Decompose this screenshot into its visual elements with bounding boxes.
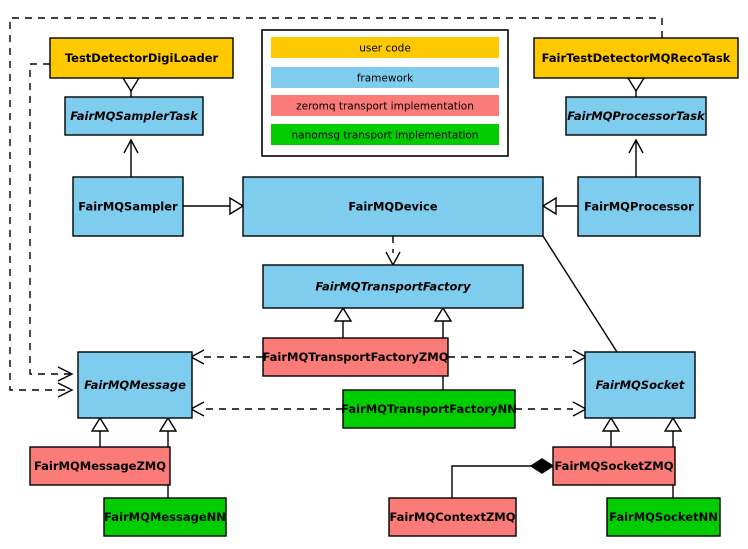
node-fairmqsocket[interactable]: FairMQSocket <box>584 351 696 419</box>
legend-swatch-nanomsg <box>271 124 499 145</box>
node-label-fairmqsocketzmq: FairMQSocketZMQ <box>555 459 674 473</box>
node-fairmqsocketzmq[interactable]: FairMQSocketZMQ <box>552 446 676 486</box>
node-fairtestdetectormqrecotask[interactable]: FairTestDetectorMQRecoTask <box>533 37 739 79</box>
node-testdetectordigiloader[interactable]: TestDetectorDigiLoader <box>49 37 234 79</box>
legend-label-zeromq: zeromq transport implementation <box>296 101 474 113</box>
edge-tfzmq-to-socket <box>448 349 588 365</box>
legend-item-framework: framework <box>271 67 499 88</box>
node-fairmqmessage[interactable]: FairMQMessage <box>77 351 193 419</box>
legend-swatch-user-code <box>271 37 499 58</box>
node-fairmqtransportfactorynn[interactable]: FairMQTransportFactoryNN <box>341 389 517 429</box>
node-fairmqsocketnn[interactable]: FairMQSocketNN <box>606 497 721 537</box>
node-label-fairmqsocket: FairMQSocket <box>596 378 685 392</box>
edge-tfzmq-to-message <box>189 349 263 365</box>
node-label-fairmqtransportfactoryzmq: FairMQTransportFactoryZMQ <box>262 350 448 364</box>
edge-messagezmq-to-message <box>90 416 110 447</box>
node-label-fairmqmessage: FairMQMessage <box>84 378 186 392</box>
legend-swatch-zeromq <box>271 95 499 116</box>
legend-item-user-code: user code <box>271 37 499 58</box>
legend-item-zeromq: zeromq transport implementation <box>271 95 499 116</box>
node-label-fairmqtransportfactory: FairMQTransportFactory <box>315 280 471 294</box>
node-fairmqdevice[interactable]: FairMQDevice <box>242 176 544 237</box>
legend-label-user-code: user code <box>359 43 411 55</box>
legend-panel: user code framework zeromq transport imp… <box>261 29 509 157</box>
node-fairmqmessagenn[interactable]: FairMQMessageNN <box>103 497 227 537</box>
edge-device-to-transportfactory <box>385 236 401 267</box>
node-label-testdetectordigiloader: TestDetectorDigiLoader <box>65 51 219 65</box>
node-label-fairmqsampler: FairMQSampler <box>78 200 178 214</box>
edge-processortask-to-recotask <box>626 77 646 97</box>
node-label-fairmqsocketnn: FairMQSocketNN <box>609 510 718 524</box>
edge-digiloader-to-message <box>29 63 74 382</box>
edge-tfnn-to-message <box>189 401 343 417</box>
edge-samplertask-to-digiloader <box>121 77 141 97</box>
edge-processor-to-processortask <box>628 138 644 177</box>
legend-swatch-framework <box>271 67 499 88</box>
node-fairmqmessagezmq[interactable]: FairMQMessageZMQ <box>29 446 171 486</box>
edge-sampler-to-device <box>183 196 245 216</box>
node-label-fairtestdetectormqrecotask: FairTestDetectorMQRecoTask <box>542 51 731 65</box>
node-fairmqcontextzmq[interactable]: FairMQContextZMQ <box>388 497 517 537</box>
legend-label-nanomsg: nanomsg transport implementation <box>292 130 479 142</box>
edge-processor-to-device <box>541 196 578 216</box>
edge-tfnn-to-socket <box>515 401 588 417</box>
node-label-fairmqdevice: FairMQDevice <box>348 200 437 214</box>
edge-tfzmq-to-tf <box>333 306 353 338</box>
node-label-fairmqtransportfactorynn: FairMQTransportFactoryNN <box>341 402 517 416</box>
node-label-fairmqprocessortask: FairMQProcessorTask <box>567 109 706 123</box>
node-label-fairmqcontextzmq: FairMQContextZMQ <box>389 510 515 524</box>
node-fairmqprocessortask[interactable]: FairMQProcessorTask <box>565 96 707 136</box>
edge-recotask-to-message <box>9 17 663 398</box>
node-fairmqtransportfactory[interactable]: FairMQTransportFactory <box>262 264 524 309</box>
node-label-fairmqmessagezmq: FairMQMessageZMQ <box>34 459 166 473</box>
node-fairmqprocessor[interactable]: FairMQProcessor <box>577 176 701 237</box>
node-fairmqsampler[interactable]: FairMQSampler <box>72 176 184 237</box>
edge-socketzmq-to-contextzmq <box>451 458 555 498</box>
legend-label-framework: framework <box>357 73 414 85</box>
node-label-fairmqprocessor: FairMQProcessor <box>584 200 694 214</box>
node-fairmqtransportfactoryzmq[interactable]: FairMQTransportFactoryZMQ <box>262 337 449 377</box>
edge-device-to-socket <box>542 235 618 353</box>
node-fairmqsamplertask[interactable]: FairMQSamplerTask <box>64 96 204 136</box>
edge-sampler-to-samplertask <box>123 138 139 177</box>
edge-socketzmq-to-socket <box>601 416 621 447</box>
legend-item-nanomsg: nanomsg transport implementation <box>271 124 499 145</box>
node-label-fairmqmessagenn: FairMQMessageNN <box>104 510 226 524</box>
node-label-fairmqsamplertask: FairMQSamplerTask <box>70 109 199 123</box>
